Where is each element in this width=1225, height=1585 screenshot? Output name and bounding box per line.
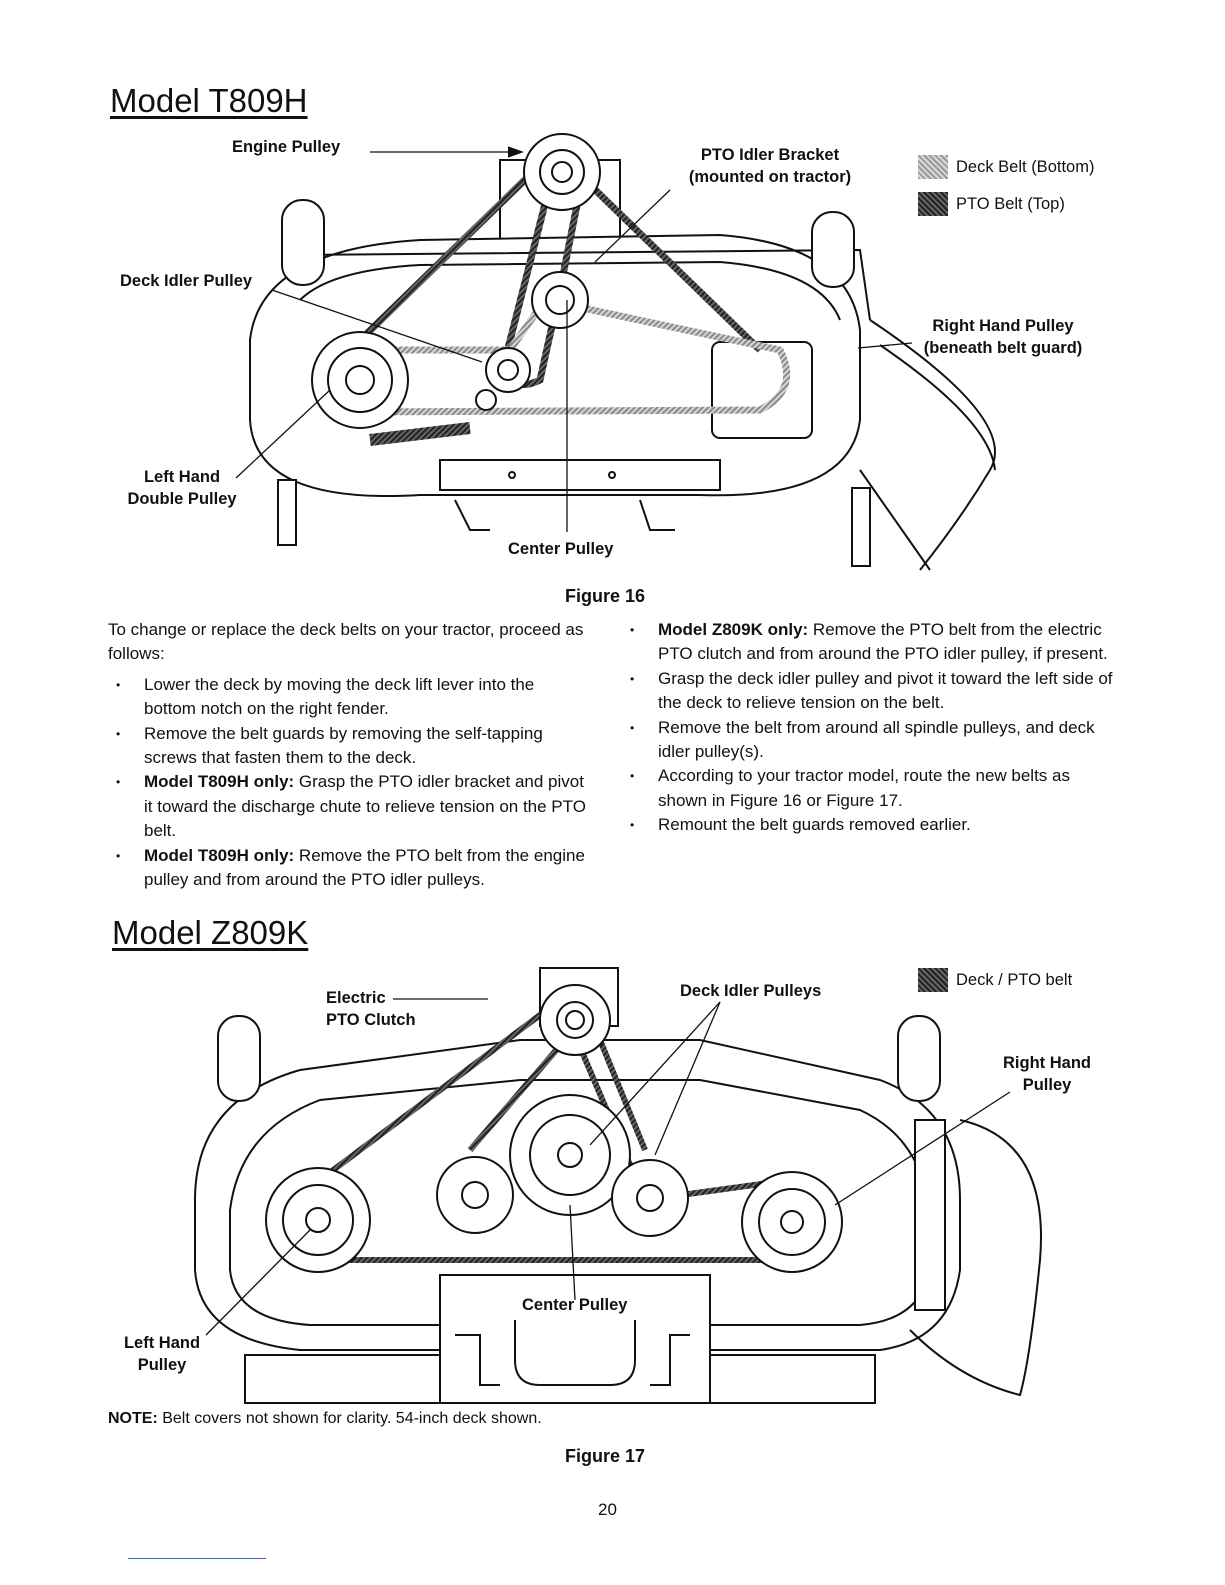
instructions-right-column: Model Z809K only: Remove the PTO belt fr… — [622, 618, 1114, 838]
figure17-diagram — [194, 967, 1042, 1404]
pto-belt-swatch — [918, 192, 948, 216]
label-right-hand-pulley: Right Hand Pulley — [1003, 1054, 1091, 1094]
instruction-item: Remove the belt guards by removing the s… — [108, 722, 588, 771]
pto-belt — [501, 164, 763, 388]
figure16-title: Model T809H — [110, 82, 308, 119]
label-right-hand-pulley: Right Hand Pulley (beneath belt guard) — [923, 317, 1083, 357]
figure17-note: NOTE: Belt covers not shown for clarity.… — [108, 1410, 542, 1427]
instructions-intro: To change or replace the deck belts on y… — [108, 620, 584, 664]
figure16-caption: Figure 16 — [565, 586, 646, 606]
instruction-item: Remount the belt guards removed earlier. — [622, 813, 1114, 838]
figure16-diagram — [235, 133, 996, 571]
legend-deck-belt: Deck Belt (Bottom) — [918, 155, 1094, 179]
label-left-hand-pulley: Left Hand Pulley — [123, 1334, 201, 1374]
instruction-item: Grasp the deck idler pulley and pivot it… — [622, 667, 1114, 716]
instruction-item: Model T809H only: Grasp the PTO idler br… — [108, 770, 588, 843]
deck-pto-belt-swatch — [918, 968, 948, 992]
figure17-title: Model Z809K — [112, 914, 309, 951]
instruction-item: Lower the deck by moving the deck lift l… — [108, 673, 588, 722]
label-engine-pulley: Engine Pulley — [232, 138, 341, 156]
legend-pto-belt: PTO Belt (Top) — [918, 192, 1065, 216]
page-number: 20 — [598, 1500, 617, 1519]
label-center-pulley: Center Pulley — [522, 1296, 628, 1314]
label-deck-idler-pulleys: Deck Idler Pulleys — [680, 982, 822, 1000]
label-deck-idler-pulley: Deck Idler Pulley — [120, 272, 253, 290]
label-center-pulley: Center Pulley — [508, 540, 614, 558]
instruction-item: According to your tractor model, route t… — [622, 764, 1114, 813]
footer-rule — [128, 1558, 266, 1559]
instruction-item: Remove the belt from around all spindle … — [622, 716, 1114, 765]
label-left-hand-double-pulley: Left Hand Double Pulley — [127, 468, 237, 508]
label-pto-idler-bracket: PTO Idler Bracket (mounted on tractor) — [688, 146, 852, 186]
label-electric-pto-clutch: Electric PTO Clutch — [326, 989, 416, 1029]
instruction-item: Model T809H only: Remove the PTO belt fr… — [108, 844, 588, 893]
legend-deck-pto-belt: Deck / PTO belt — [918, 968, 1072, 992]
instruction-item: Model Z809K only: Remove the PTO belt fr… — [622, 618, 1114, 667]
deck-belt-swatch — [918, 155, 948, 179]
figure17-caption: Figure 17 — [565, 1446, 646, 1466]
instructions-left-column: To change or replace the deck belts on y… — [108, 618, 588, 892]
